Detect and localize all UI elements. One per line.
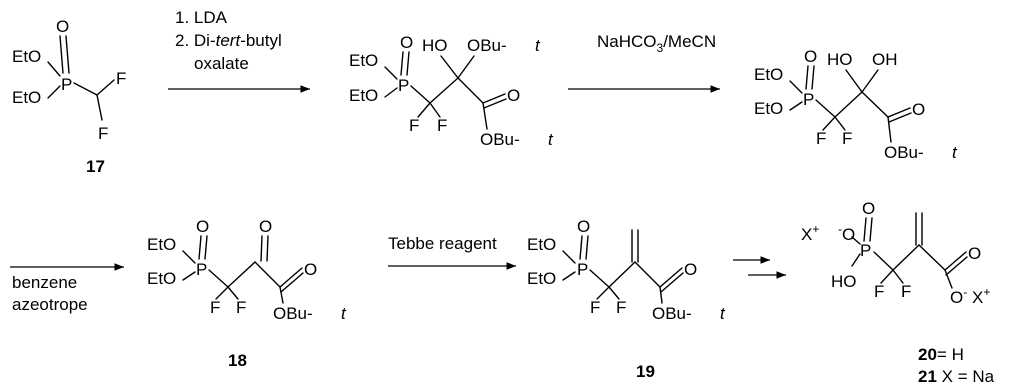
svg-text:EtO: EtO <box>527 235 556 254</box>
arrow-step-1: 1. LDA 2. Di-tert-butyl oxalate <box>168 8 310 93</box>
svg-text:O: O <box>304 260 317 279</box>
svg-text:EtO: EtO <box>12 88 41 107</box>
svg-text:O: O <box>684 260 697 279</box>
svg-text:P: P <box>577 260 588 279</box>
compound-17: EtO EtO O P F F 17 <box>12 17 126 176</box>
svg-text:EtO: EtO <box>349 86 378 105</box>
svg-text:F: F <box>437 116 447 135</box>
svg-text:OBu-: OBu- <box>467 36 507 55</box>
svg-text:OBu-: OBu- <box>884 143 924 162</box>
svg-text:OBu-: OBu- <box>652 304 692 323</box>
svg-text:1. LDA: 1. LDA <box>175 8 228 27</box>
svg-text:F: F <box>590 298 600 317</box>
compound-18: EtO EtO O P O F F O OBu- t 18 <box>147 217 347 370</box>
svg-text:P: P <box>61 75 72 94</box>
svg-text:O: O <box>862 199 875 218</box>
svg-text:t: t <box>720 304 726 323</box>
svg-text:O: O <box>56 17 69 36</box>
svg-text:F: F <box>874 282 884 301</box>
svg-text:t: t <box>341 304 347 323</box>
svg-text:OBu-: OBu- <box>273 304 313 323</box>
label-20: 20 <box>918 345 937 364</box>
svg-text:Tebbe reagent: Tebbe reagent <box>388 234 497 253</box>
compound-intermediate-a: EtO EtO O P HO OBu- t F F O OBu- t <box>349 33 554 149</box>
svg-text:oxalate: oxalate <box>194 54 249 73</box>
arrow-step-2: NaHCO3/MeCN <box>568 32 720 93</box>
svg-text:F: F <box>116 69 126 88</box>
svg-text:OBu-: OBu- <box>480 130 520 149</box>
svg-text:O: O <box>577 217 590 236</box>
svg-text:O: O <box>804 47 817 66</box>
compound-20-21: X+ -O O P HO F F O O- X+ 20= H 21 X = Na <box>801 199 995 386</box>
svg-text:EtO: EtO <box>12 47 41 66</box>
arrow-multistep <box>733 256 786 279</box>
svg-text:F: F <box>409 116 419 135</box>
compound-intermediate-b: EtO EtO O P HO OH F F O OBu- t <box>754 47 958 162</box>
svg-text:t: t <box>548 130 554 149</box>
svg-text:EtO: EtO <box>527 269 556 288</box>
svg-text:EtO: EtO <box>349 51 378 70</box>
svg-text:P: P <box>196 260 207 279</box>
arrow-step-3: benzene azeotrope <box>10 263 124 314</box>
svg-text:X+: X+ <box>801 222 819 244</box>
svg-text:21 X = Na: 21 X = Na <box>918 367 995 386</box>
svg-text:F: F <box>98 124 108 143</box>
svg-text:P: P <box>398 76 409 95</box>
svg-text:F: F <box>210 298 220 317</box>
svg-text:HO: HO <box>831 272 857 291</box>
svg-text:F: F <box>842 129 852 148</box>
svg-text:benzene: benzene <box>12 273 77 292</box>
svg-text:P: P <box>860 241 871 260</box>
svg-text:t: t <box>535 36 541 55</box>
svg-text:2. Di-tert-butyl: 2. Di-tert-butyl <box>175 31 282 50</box>
label-21: 21 <box>918 367 937 386</box>
svg-text:OH: OH <box>872 50 898 69</box>
label-17: 17 <box>86 157 105 176</box>
svg-text:EtO: EtO <box>754 99 783 118</box>
svg-text:EtO: EtO <box>147 235 176 254</box>
svg-text:EtO: EtO <box>147 269 176 288</box>
arrow-step-4: Tebbe reagent <box>388 234 516 270</box>
svg-text:EtO: EtO <box>754 65 783 84</box>
svg-text:F: F <box>236 298 246 317</box>
svg-text:F: F <box>901 282 911 301</box>
svg-text:O: O <box>259 217 272 236</box>
label-19: 19 <box>636 362 655 381</box>
svg-text:P: P <box>803 90 814 109</box>
compound-19: EtO EtO O P F F O OBu- t 19 <box>527 217 726 381</box>
svg-text:F: F <box>616 298 626 317</box>
svg-text:O- X+: O- X+ <box>950 285 990 307</box>
svg-text:20= H: 20= H <box>918 345 964 364</box>
svg-text:HO: HO <box>422 36 448 55</box>
svg-text:t: t <box>952 143 958 162</box>
svg-text:O: O <box>968 244 981 263</box>
svg-text:O: O <box>400 33 413 52</box>
svg-text:O: O <box>912 100 925 119</box>
svg-text:HO: HO <box>827 50 853 69</box>
svg-text:F: F <box>816 129 826 148</box>
svg-text:-O: -O <box>838 222 855 244</box>
label-18: 18 <box>228 351 247 370</box>
svg-text:NaHCO3/MeCN: NaHCO3/MeCN <box>597 32 716 55</box>
svg-text:azeotrope: azeotrope <box>12 295 88 314</box>
svg-text:O: O <box>196 217 209 236</box>
svg-text:O: O <box>507 86 520 105</box>
